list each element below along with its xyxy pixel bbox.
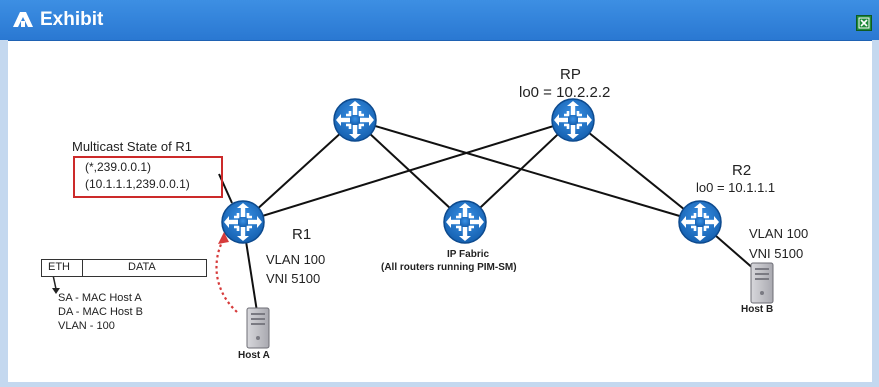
router-icon	[677, 199, 723, 245]
frame-eth-field: ETH	[42, 260, 83, 276]
r2-name: R2	[732, 162, 752, 179]
router-icon	[220, 199, 266, 245]
fabric-name: IP Fabric	[447, 249, 490, 260]
window-title: Exhibit	[40, 9, 104, 30]
rp-name: RP	[560, 66, 581, 83]
multicast-entry: (10.1.1.1,239.0.0.1)	[85, 177, 190, 191]
multicast-state-title: Multicast State of R1	[72, 139, 192, 154]
r2-vni: VNI 5100	[749, 246, 804, 261]
diagram-canvas	[8, 41, 872, 382]
frame-field: VLAN - 100	[58, 320, 115, 332]
window-frame-right	[872, 40, 879, 387]
close-icon	[858, 17, 870, 29]
multicast-entry: (*,239.0.0.1)	[85, 160, 152, 174]
multicast-state-box: (*,239.0.0.1) (10.1.1.1,239.0.0.1)	[73, 156, 223, 198]
link-spine1-fabric	[354, 119, 466, 223]
exhibit-icon	[13, 12, 33, 27]
r2-vlan: VLAN 100	[749, 226, 809, 241]
router-icon	[550, 97, 596, 143]
fabric-note: (All routers running PIM-SM)	[381, 262, 517, 273]
r1-name: R1	[292, 226, 312, 243]
server-icon	[750, 262, 774, 304]
r1-vlan: VLAN 100	[266, 252, 326, 267]
link-r1-rp	[242, 119, 574, 223]
frame-field: DA - MAC Host B	[58, 306, 143, 318]
host-a-label: Host A	[238, 350, 270, 361]
frame-field: SA - MAC Host A	[58, 292, 142, 304]
rp-loopback: lo0 = 10.2.2.2	[519, 84, 611, 101]
close-button[interactable]	[856, 15, 872, 31]
frame-data-label: DATA	[128, 261, 156, 273]
r1-vni: VNI 5100	[266, 271, 321, 286]
link-rp-fabric	[464, 119, 574, 223]
arrow-head-icon	[218, 232, 229, 244]
frame-eth-label: ETH	[48, 261, 70, 273]
link-spine1-r2	[354, 119, 701, 223]
traffic-arrow	[215, 237, 238, 313]
host-b-label: Host B	[741, 304, 774, 315]
link-r1-spine1	[242, 119, 356, 223]
router-icon	[332, 97, 378, 143]
packet-frame: ETH DATA	[41, 259, 207, 277]
window-frame-bottom	[0, 382, 879, 387]
r2-loopback: lo0 = 10.1.1.1	[696, 180, 776, 195]
title-bar: Exhibit	[0, 0, 879, 41]
router-icon	[442, 199, 488, 245]
link-rp-r2	[572, 119, 701, 223]
window-frame-left	[0, 40, 8, 387]
links	[218, 119, 756, 319]
server-icon	[246, 307, 270, 349]
